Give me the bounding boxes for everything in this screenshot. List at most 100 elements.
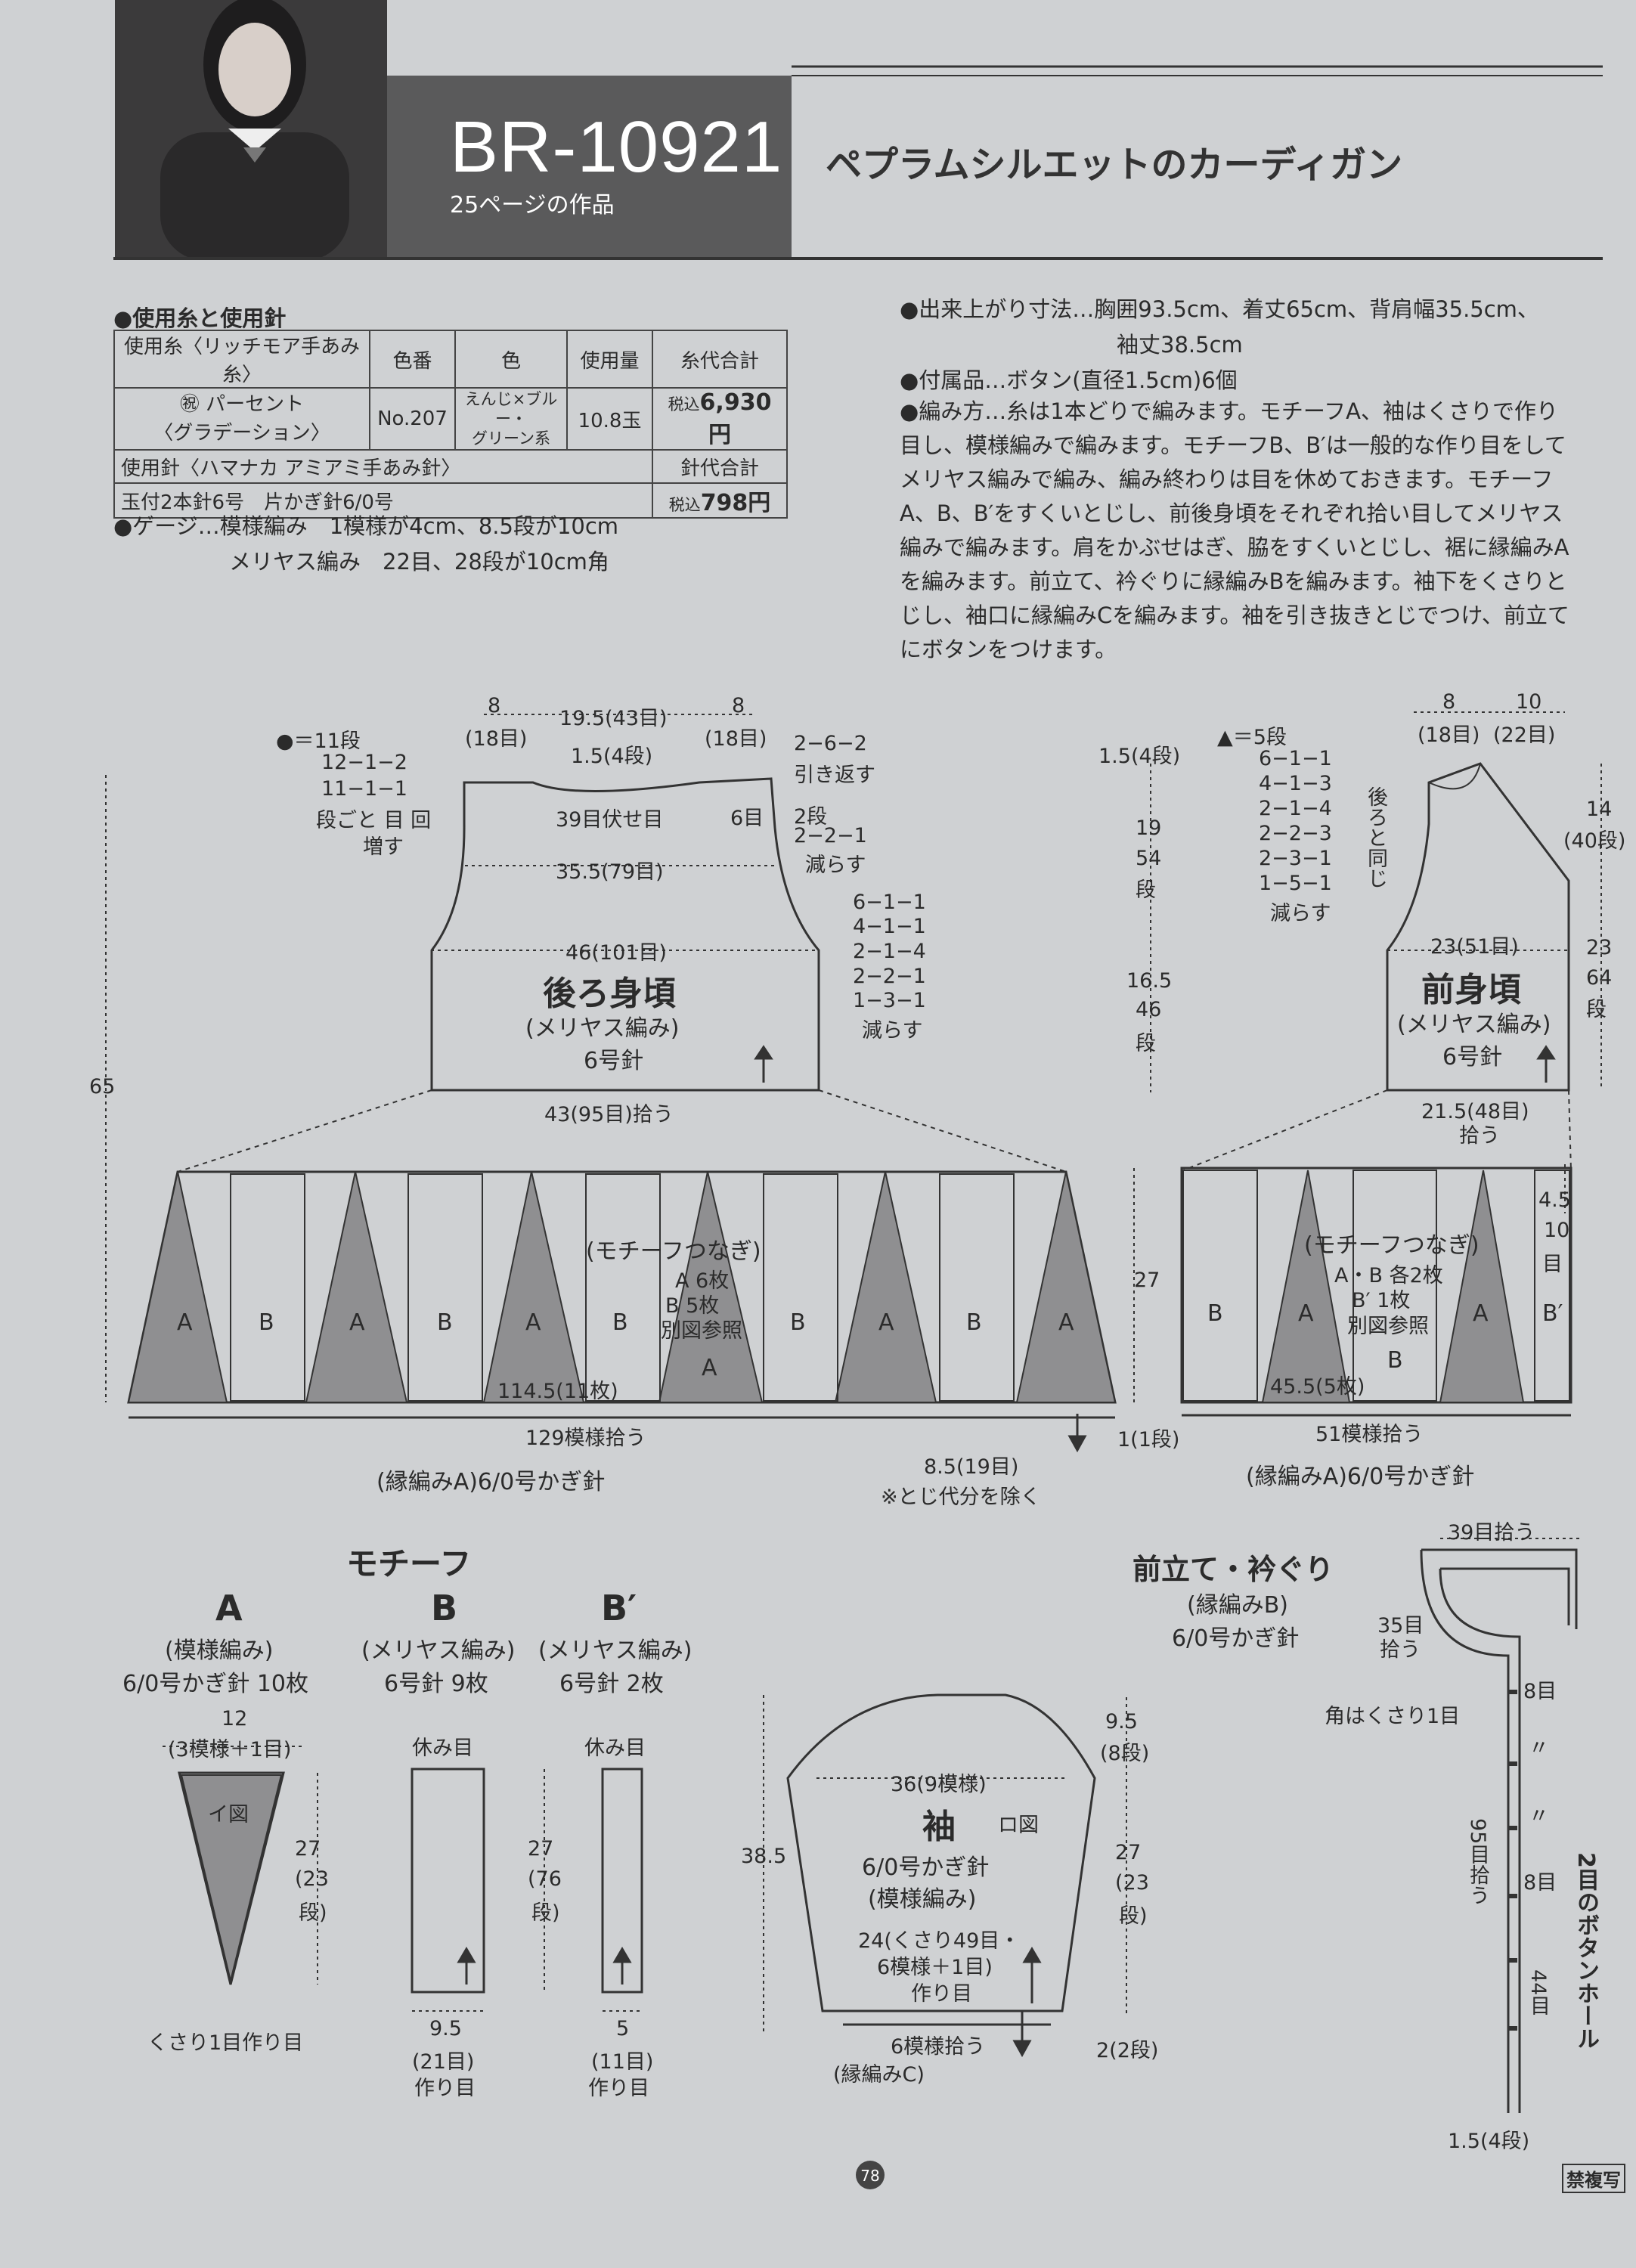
- motif-b-needle: 6号針 9枚: [384, 1671, 488, 1697]
- peplum-back-b2: B: [437, 1309, 453, 1336]
- method-1: ●編み方…糸は1本どりで編みます。モチーフA、袖はくさりで作り: [900, 398, 1558, 424]
- peplum-front-a1: A: [1298, 1300, 1314, 1327]
- peplum-front-a2: A: [1473, 1300, 1489, 1327]
- peplum-back-a4: A: [702, 1355, 717, 1381]
- front-neck-h: 14: [1586, 798, 1613, 821]
- motif-a-fig: イ図: [208, 1803, 249, 1826]
- front-t-4: 2−2−3: [1259, 822, 1332, 845]
- peplum-back-b3: B: [612, 1309, 628, 1336]
- motif-b-h-st: (76: [528, 1867, 562, 1891]
- back-needle: 6号針: [584, 1048, 644, 1074]
- sleeve-cast-3: 作り目: [911, 1982, 972, 2006]
- front-h-st: 64: [1586, 966, 1613, 990]
- gauge-2: メリヤス編み 22目、28段が10cm角: [229, 549, 609, 575]
- motif-bp-stitch: (メリヤス編み): [538, 1637, 693, 1664]
- peplum-back-a5: A: [878, 1309, 894, 1336]
- model-photo: [115, 0, 387, 259]
- peplum-front-title: (モチーフつなぎ): [1304, 1232, 1480, 1259]
- peplum-back-pick: 129模様拾う: [525, 1427, 646, 1450]
- back-dot-2: 11−1−1: [321, 777, 407, 801]
- peplum-back-a-count: A 6枚: [675, 1269, 730, 1293]
- motif-b-w-st: (21目): [412, 2050, 475, 2074]
- sleeve-stitch: (模様編み): [868, 1886, 977, 1913]
- peplum-back-b-count: B 5枚: [665, 1294, 720, 1318]
- front-t-3: 2−1−4: [1259, 797, 1332, 820]
- sleeve-len: 38.5: [741, 1845, 787, 1868]
- back-six: 6目: [730, 807, 764, 830]
- h-color: 色: [454, 330, 568, 389]
- back-sr-1: 2−6−2: [794, 732, 867, 755]
- front-sh-st: (18目): [1418, 723, 1480, 747]
- sleeve-h-dan: 段): [1119, 1904, 1148, 1928]
- motifs-title: モチーフ: [346, 1545, 472, 1582]
- sleeve-top: 36(9模様): [891, 1773, 987, 1796]
- front-d-46: 46: [1136, 998, 1162, 1021]
- sleeve-name: 袖: [922, 1808, 956, 1846]
- method-5: 編みで編みます。肩をかぶせはぎ、脇をすくいとじし、裾に縁編みA: [900, 534, 1569, 560]
- peplum-front-bp: B′: [1542, 1300, 1563, 1327]
- back-peplum-outline: [127, 1170, 1117, 1404]
- motif-b-start: 作り目: [414, 2077, 476, 2100]
- sleeve-outline: [786, 1693, 1096, 2012]
- header-band: [387, 76, 792, 259]
- band-corner: 角はくさり1目: [1325, 1705, 1461, 1728]
- peplum-front-pick: 51模様拾う: [1315, 1423, 1424, 1446]
- method-6: を編みます。前立て、衿ぐりに縁編みBを編みます。袖下をくさりと: [900, 569, 1567, 594]
- front-neck-h-st: (40段): [1563, 829, 1626, 853]
- front-d-dan2: 段: [1136, 1032, 1156, 1055]
- back-n-3: 減らす: [805, 854, 866, 877]
- method-3: メリヤス編みで編み、編み終わりは目を休めておきます。モチーフ: [900, 466, 1554, 492]
- sleeve-edge: (縁編みC): [833, 2063, 925, 2087]
- front-t-7: 減らす: [1270, 902, 1331, 925]
- front-h: 23: [1586, 936, 1613, 959]
- front-d-top: 1.5(4段): [1098, 745, 1181, 768]
- peplum-back-b1: B: [259, 1309, 274, 1336]
- back-sh-r: 8: [732, 694, 745, 717]
- peplum-back-b4: B: [790, 1309, 806, 1336]
- peplum-back-edge: (縁編みA)6/0号かぎ針: [376, 1469, 606, 1495]
- needle-price-tax: 税込: [668, 496, 701, 514]
- peplum-back-a6: A: [1058, 1309, 1074, 1336]
- back-dot-note: ●＝11段: [276, 730, 361, 753]
- sleeve-cuff: 2(2段): [1096, 2039, 1159, 2062]
- back-chest: 46(101目): [565, 941, 667, 965]
- peplum-front-band-st: 10: [1544, 1219, 1570, 1242]
- motif-b-outline: [411, 1768, 485, 1994]
- amount: 10.8玉: [566, 387, 653, 451]
- h-yarn: 使用糸〈リッチモア手あみ糸〉: [113, 330, 370, 389]
- band-title: 前立て・衿ぐり: [1132, 1553, 1334, 1586]
- back-sr-2: 引き返す: [794, 764, 875, 787]
- page-reference: 25ページの作品: [450, 192, 615, 218]
- materials-heading: ●使用糸と使用針: [113, 305, 287, 331]
- band-pick35b: 拾う: [1380, 1638, 1421, 1662]
- motif-bp-w-st: (11目): [591, 2050, 654, 2074]
- front-t-1: 6−1−1: [1259, 747, 1332, 770]
- pattern-code: BR-10921: [450, 107, 783, 187]
- method-8: にボタンをつけます。: [900, 637, 1117, 662]
- h-needle: 使用針〈ハマナカ アミアミ手あみ針〉: [113, 449, 653, 484]
- yarn-name-2: 〈グラデーション〉: [153, 422, 330, 445]
- motif-bp-label: B′: [601, 1588, 637, 1628]
- h-yarn-total: 糸代合計: [652, 330, 788, 389]
- back-a-1: 6−1−1: [853, 891, 926, 914]
- motif-b-stitch: (メリヤス編み): [361, 1637, 516, 1664]
- back-bodice-outline: [430, 777, 820, 1092]
- peplum-front-ref: 別図参照: [1347, 1315, 1429, 1338]
- front-d-dan1: 段: [1136, 878, 1156, 902]
- sleeve-cap-st: (8段): [1100, 1742, 1150, 1765]
- back-dot-1: 12−1−2: [321, 751, 407, 774]
- peplum-front-b2: B: [1387, 1347, 1403, 1374]
- band-pick95: 95目拾う: [1466, 1818, 1489, 1906]
- peplum-front-band: 4.5: [1538, 1188, 1571, 1212]
- front-bodice-outline: [1386, 762, 1570, 1092]
- sleeve-fig: ロ図: [998, 1814, 1039, 1837]
- size-1: ●出来上がり寸法…胸囲93.5cm、着丈65cm、背肩幅35.5cm、: [900, 296, 1539, 322]
- motif-a-w-st: (3模様＋1目): [168, 1738, 292, 1761]
- accessory: ●付属品…ボタン(直径1.5cm)6個: [900, 367, 1238, 393]
- motif-b-rest: 休み目: [412, 1737, 473, 1760]
- front-pick2: 拾う: [1459, 1124, 1500, 1148]
- motif-b-label: B: [431, 1588, 458, 1628]
- peplum-back-a1: A: [177, 1309, 193, 1336]
- band-e8: 8目: [1523, 1680, 1557, 1703]
